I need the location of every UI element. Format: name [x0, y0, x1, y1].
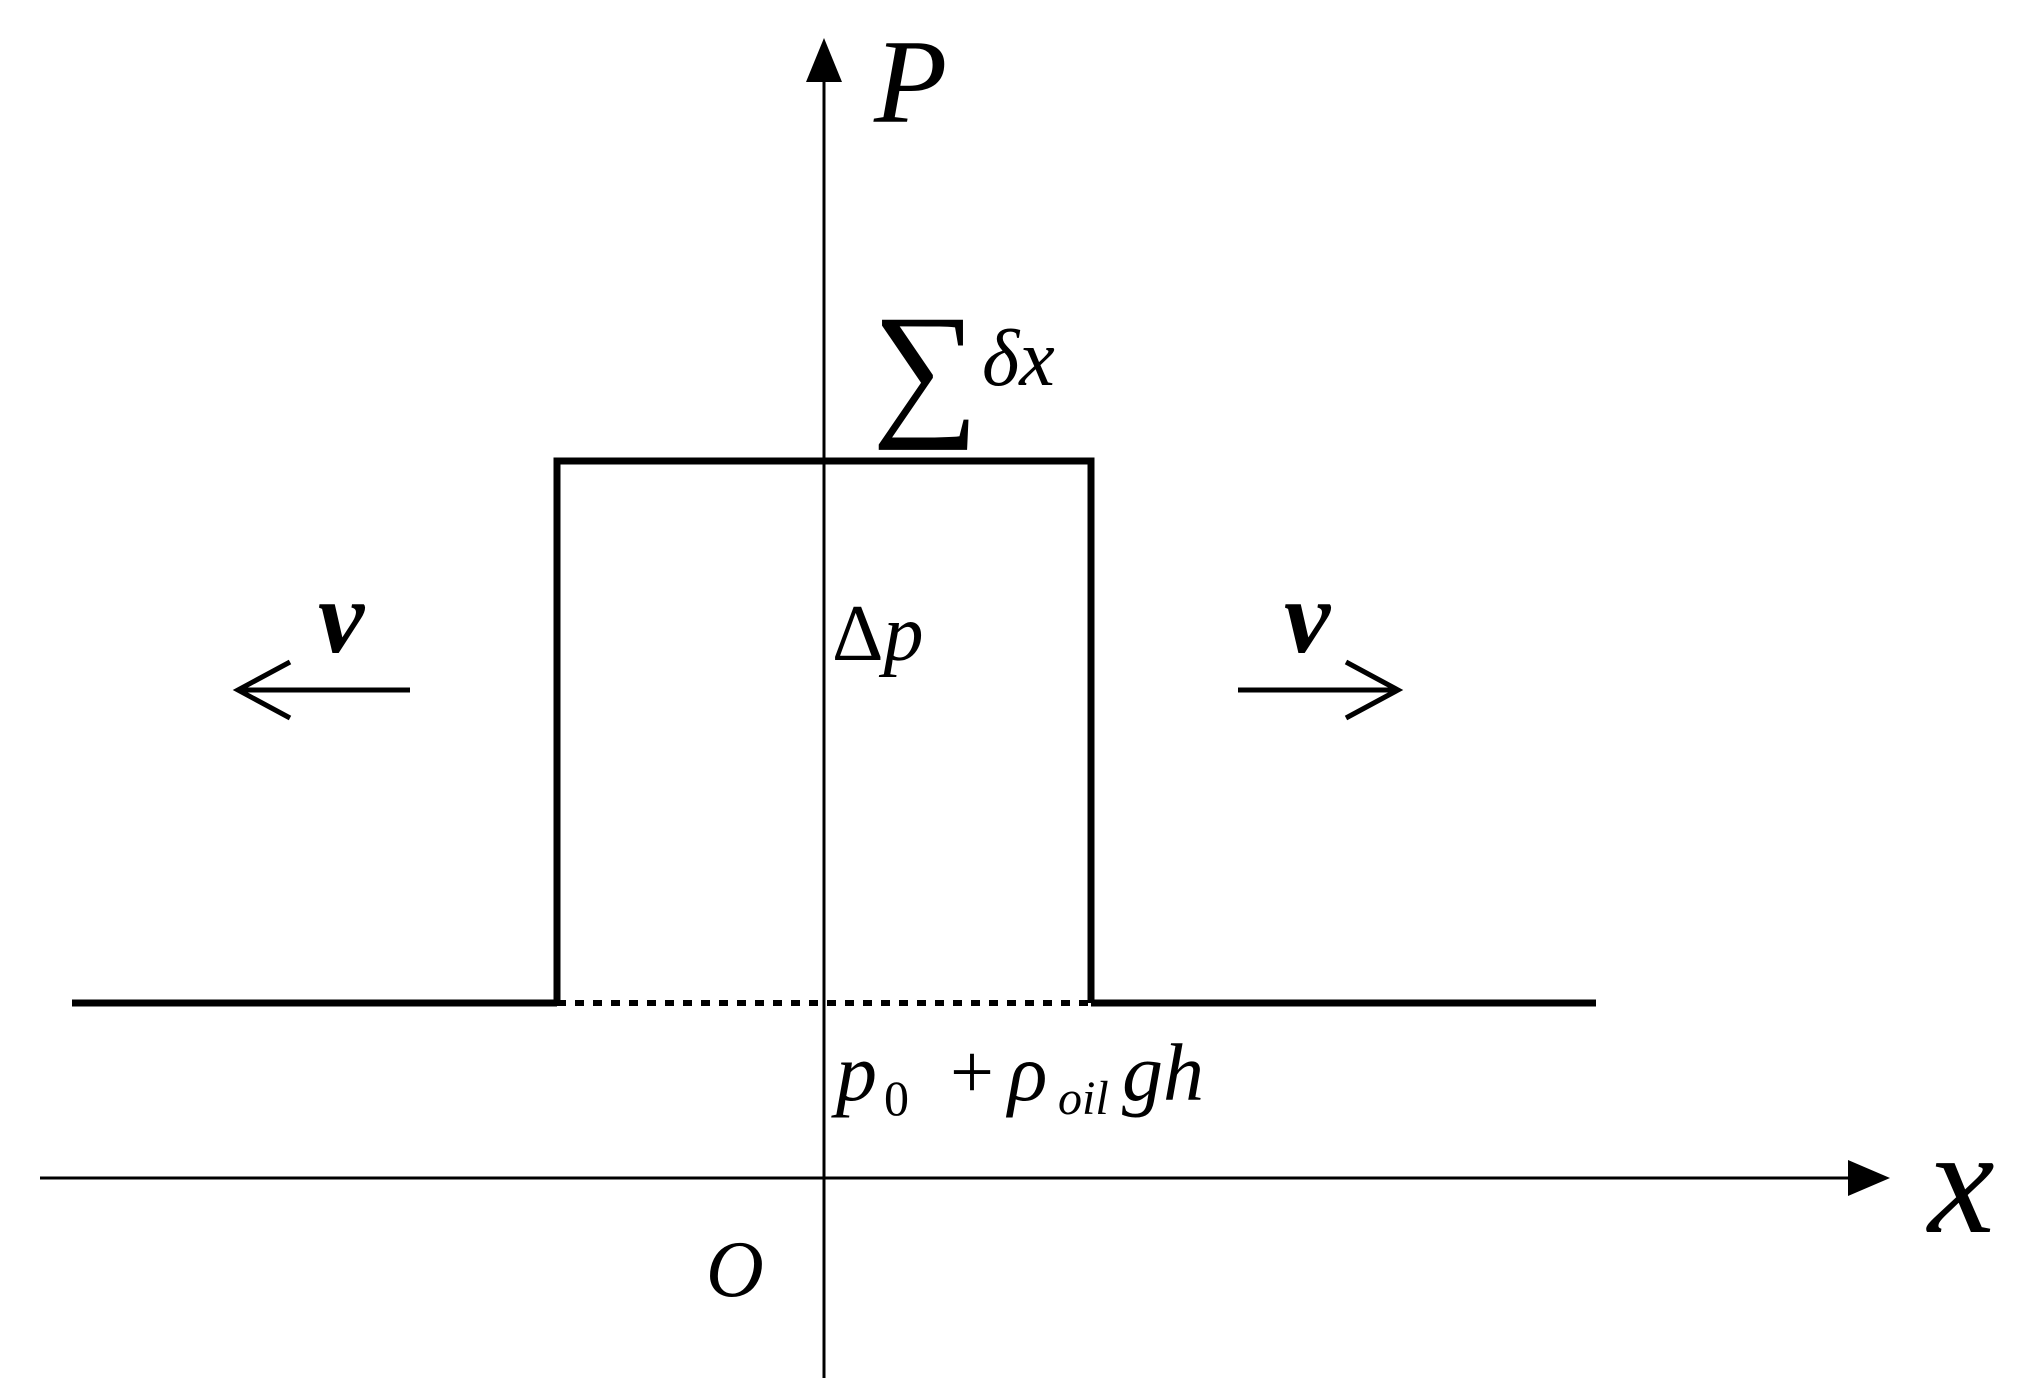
base-gh: gh: [1122, 1027, 1204, 1118]
base-plus: +: [950, 1028, 994, 1115]
delta-p-label: Δp: [832, 590, 923, 678]
x-axis-label: x: [1926, 1099, 1995, 1265]
base-rho-sub: oil: [1058, 1072, 1109, 1125]
sum-term: δx: [982, 315, 1055, 403]
origin-label: O: [706, 1226, 764, 1314]
velocity-arrow-right: [1238, 659, 1404, 721]
base-p: p: [831, 1027, 877, 1118]
y-axis-label: P: [873, 15, 947, 148]
base-pressure-label: p 0 + ρ oil gh: [831, 1027, 1204, 1126]
x-axis-arrowhead: [1848, 1160, 1890, 1196]
velocity-arrow-left: [232, 659, 410, 721]
pressure-pulse: [553, 457, 1095, 1003]
base-rho: ρ: [1005, 1027, 1047, 1118]
delta-term: p: [878, 590, 923, 678]
delta-symbol: Δ: [832, 590, 883, 678]
velocity-label-right: v: [1284, 560, 1332, 675]
base-p-sub: 0: [884, 1070, 909, 1126]
velocity-label-left: v: [318, 560, 366, 675]
y-axis-arrowhead: [806, 38, 842, 82]
sum-symbol: ∑: [872, 285, 979, 451]
